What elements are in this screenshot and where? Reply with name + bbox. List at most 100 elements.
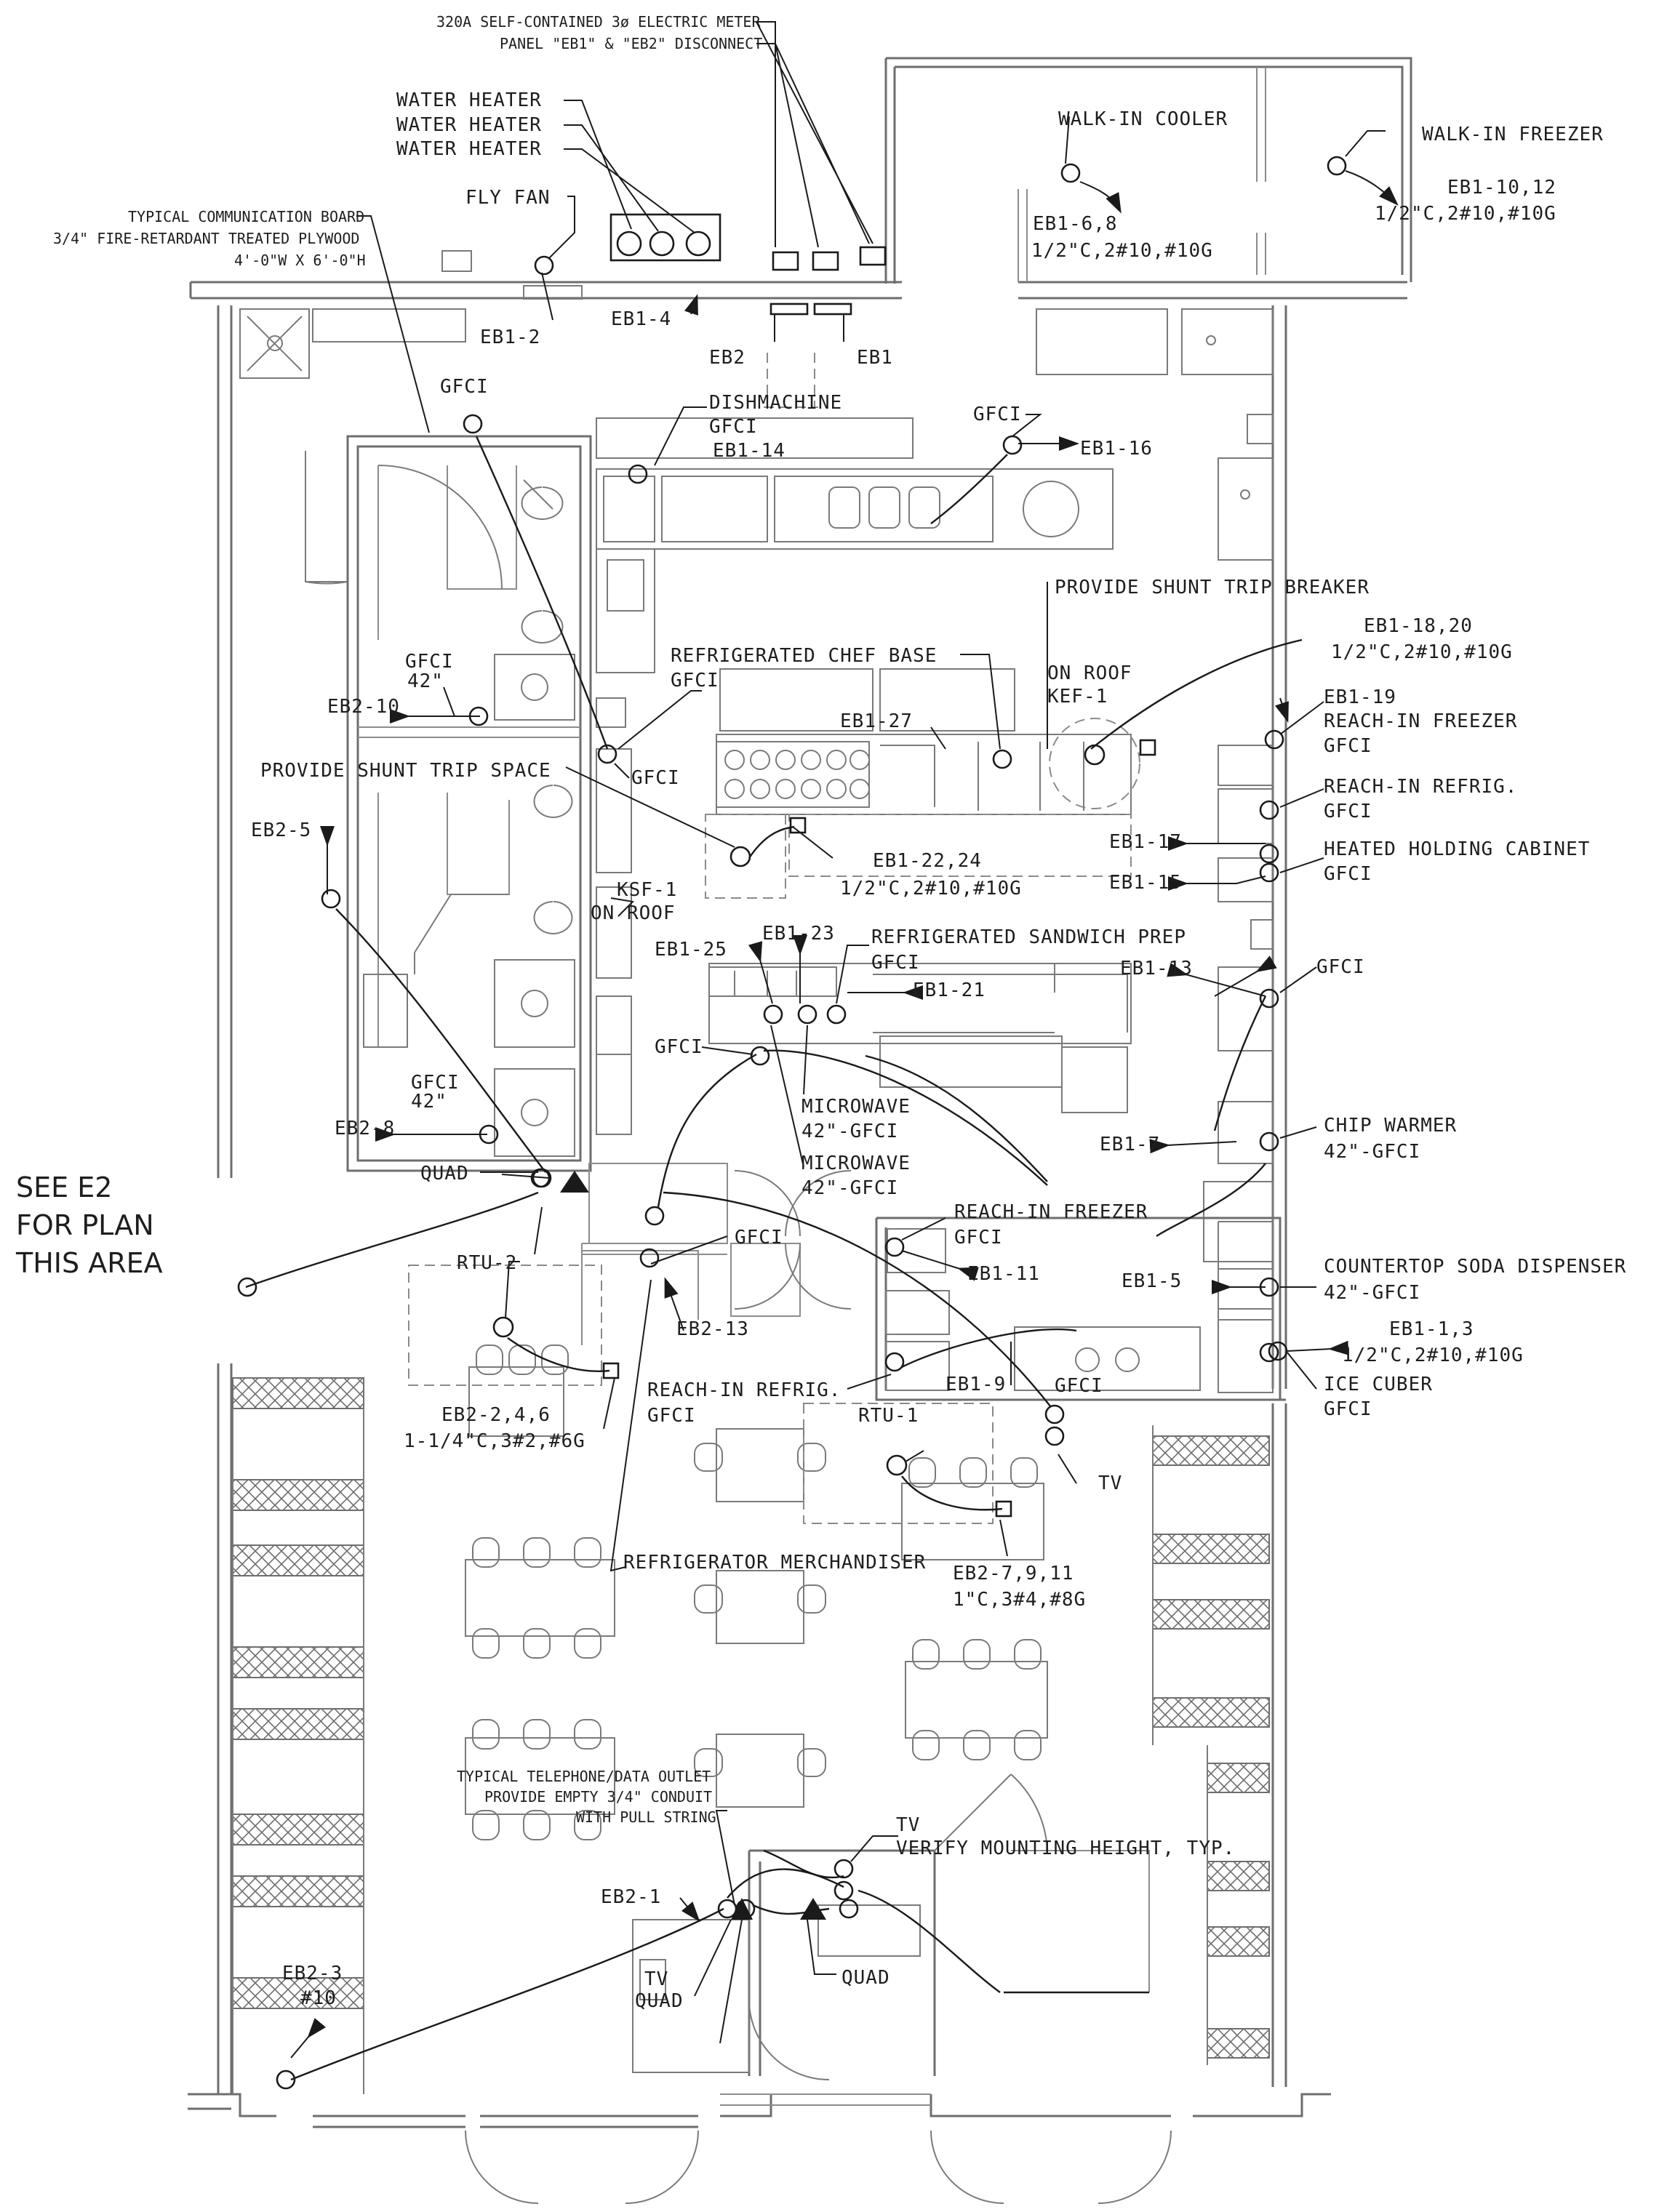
reach-in-refrig-label-2: REACH-IN REFRIG. — [647, 1379, 841, 1401]
eb1-6-8-label: EB1-6,8 — [1033, 213, 1118, 235]
walk-in-freezer-label: WALK-IN FREEZER — [1422, 124, 1604, 145]
eb1-10-12-label: EB1-10,12 — [1447, 177, 1556, 199]
water-heater-label-3: WATER HEATER — [396, 138, 542, 160]
walk-in-cooler-label: WALK-IN COOLER — [1058, 108, 1228, 130]
eb1-1-3-conduit: 1/2"C,2#10,#10G — [1342, 1345, 1524, 1366]
eb2-7-9-11-conduit: 1"C,3#4,#8G — [953, 1589, 1086, 1611]
chip-warmer-gfci: 42"-GFCI — [1324, 1141, 1420, 1163]
gfci-label-chef: GFCI — [671, 670, 719, 692]
eb2-5-label: EB2-5 — [251, 820, 311, 841]
eb1-18-20-label: EB1-18,20 — [1364, 615, 1473, 637]
gfci-label-soda-eq: GFCI — [1055, 1375, 1103, 1397]
reach-in-refrig-label-1: REACH-IN REFRIG. — [1324, 776, 1517, 798]
eb1-18-20-conduit: 1/2"C,2#10,#10G — [1331, 641, 1513, 663]
gfci-label-rif: GFCI — [1324, 735, 1372, 757]
reach-in-freezer-label-1: REACH-IN FREEZER — [1324, 710, 1517, 732]
gfci-label-rir-2: GFCI — [647, 1405, 696, 1427]
eb1-10-12-conduit: 1/2"C,2#10,#10G — [1375, 203, 1556, 225]
eb2-13-label: EB2-13 — [676, 1318, 749, 1340]
eb1-14-label: EB1-14 — [713, 440, 785, 462]
water-heater-label-2: WATER HEATER — [396, 114, 542, 136]
merchandiser-label: REFRIGERATOR MERCHANDISER — [623, 1552, 926, 1574]
tel-label-1: TYPICAL TELEPHONE/DATA OUTLET — [457, 1768, 711, 1785]
vestibule — [632, 1774, 1150, 2080]
gfci-label-door: GFCI — [735, 1227, 783, 1249]
eb1-11-label: EB1-11 — [967, 1263, 1040, 1285]
fly-fan-label: FLY FAN — [465, 187, 551, 209]
rtu-2-label: RTU-2 — [457, 1252, 517, 1274]
disconnect-label: PANEL "EB1" & "EB2" DISCONNECT — [500, 35, 762, 52]
gfci-label-sink: GFCI — [973, 404, 1022, 425]
shunt-trip-breaker-label: PROVIDE SHUNT TRIP BREAKER — [1055, 577, 1370, 598]
eb1-22-24-conduit: 1/2"C,2#10,#10G — [840, 878, 1022, 899]
booth-benches — [232, 1377, 1270, 2094]
height-42-label-1: 42" — [407, 670, 444, 692]
kef-1-label: KEF-1 — [1047, 686, 1108, 708]
chip-warmer-label: CHIP WARMER — [1324, 1115, 1457, 1137]
tv-label-1: TV — [1098, 1472, 1122, 1494]
eb2-1-label: EB2-1 — [601, 1886, 661, 1908]
eb1-16-label: EB1-16 — [1080, 438, 1153, 460]
see-e2-line-2: FOR PLAN — [16, 1209, 154, 1241]
eb2-label: EB2 — [709, 347, 745, 369]
eb2-2-4-6-conduit: 1-1/4"C,3#2,#6G — [404, 1430, 585, 1452]
eb2-8-label: EB2-8 — [335, 1118, 395, 1139]
panel-disconnects — [441, 213, 887, 316]
on-roof-label-ksf: ON ROOF — [591, 902, 676, 924]
soda-gfci: 42"-GFCI — [1324, 1282, 1420, 1304]
height-42-label-2: 42" — [411, 1091, 447, 1113]
shunt-trip-space-label: PROVIDE SHUNT TRIP SPACE — [260, 760, 551, 782]
eb1-25-label: EB1-25 — [655, 939, 727, 961]
see-e2-line-1: SEE E2 — [16, 1171, 112, 1203]
microwave-gfci-2: 42"-GFCI — [801, 1177, 898, 1199]
see-e2-line-3: THIS AREA — [15, 1247, 163, 1279]
gfci-label-sandwich: GFCI — [871, 952, 920, 974]
circuit-wiring — [245, 436, 1303, 2081]
dining-furniture — [465, 1345, 1048, 1840]
gfci-label-rif-2: GFCI — [954, 1227, 1003, 1249]
ice-cuber-label: ICE CUBER — [1324, 1374, 1433, 1395]
tel-label-3: WITH PULL STRING — [576, 1808, 716, 1826]
comm-board-label-2: 3/4" FIRE-RETARDANT TREATED PLYWOOD — [53, 230, 359, 247]
eb1-2-label: EB1-2 — [480, 326, 540, 348]
gfci-label-ice: GFCI — [1324, 1398, 1372, 1420]
gfci-label-pass: GFCI — [655, 1036, 703, 1058]
eb2-2-4-6-label: EB2-2,4,6 — [441, 1404, 551, 1426]
wire-10-label: #10 — [300, 1987, 337, 2009]
chef-base-label: REFRIGERATED CHEF BASE — [671, 645, 937, 667]
quad-label-3: QUAD — [842, 1967, 890, 1989]
eb1-7-label: EB1-7 — [1100, 1134, 1160, 1155]
annotation-text: 320A SELF-CONTAINED 3ø ELECTRIC METER PA… — [15, 13, 1626, 2012]
eb1-6-8-conduit: 1/2"C,2#10,#10G — [1031, 240, 1213, 262]
gfci-label-prep: GFCI — [631, 767, 680, 789]
tv-label-3: TV — [644, 1968, 668, 1990]
dishmachine-label: DISHMACHINE — [709, 392, 842, 414]
tv-label-2: TV — [896, 1814, 920, 1836]
microwave-gfci-1: 42"-GFCI — [801, 1121, 898, 1142]
quad-label-1: QUAD — [420, 1163, 469, 1185]
eb2-10-label: EB2-10 — [327, 696, 400, 718]
comm-board-label-1: TYPICAL COMMUNICATION BOARD — [128, 208, 364, 225]
eb1-1-3-label: EB1-1,3 — [1389, 1318, 1474, 1340]
reach-in-freezer-label-2: REACH-IN FREEZER — [954, 1201, 1148, 1223]
eb1-17-label: EB1-17 — [1109, 831, 1182, 853]
heated-holding-label: HEATED HOLDING CABINET — [1324, 838, 1590, 860]
eb1-5-label: EB1-5 — [1122, 1270, 1182, 1292]
tel-label-2: PROVIDE EMPTY 3/4" CONDUIT — [484, 1788, 712, 1806]
gfci-label-dish: GFCI — [709, 416, 758, 438]
meter-label: 320A SELF-CONTAINED 3ø ELECTRIC METER — [436, 13, 761, 31]
eb1-13-label: EB1-13 — [1120, 958, 1193, 979]
gfci-label-eb2-8: GFCI — [411, 1072, 460, 1094]
restroom-block — [305, 435, 592, 1172]
comm-board-label-3: 4'-0"W X 6'-0"H — [234, 252, 366, 269]
verify-height-label: VERIFY MOUNTING HEIGHT, TYP. — [896, 1838, 1235, 1859]
rtu-1-label: RTU-1 — [858, 1405, 919, 1427]
gfci-label-rir: GFCI — [1324, 801, 1372, 822]
roof-unit-outlines — [408, 353, 1140, 1524]
eb1-23-label: EB1-23 — [762, 923, 835, 945]
water-heater-label-1: WATER HEATER — [396, 89, 542, 111]
service-fixtures — [239, 308, 1274, 950]
eb2-7-9-11-label: EB2-7,9,11 — [953, 1563, 1074, 1584]
leader-lines — [290, 21, 1399, 2059]
